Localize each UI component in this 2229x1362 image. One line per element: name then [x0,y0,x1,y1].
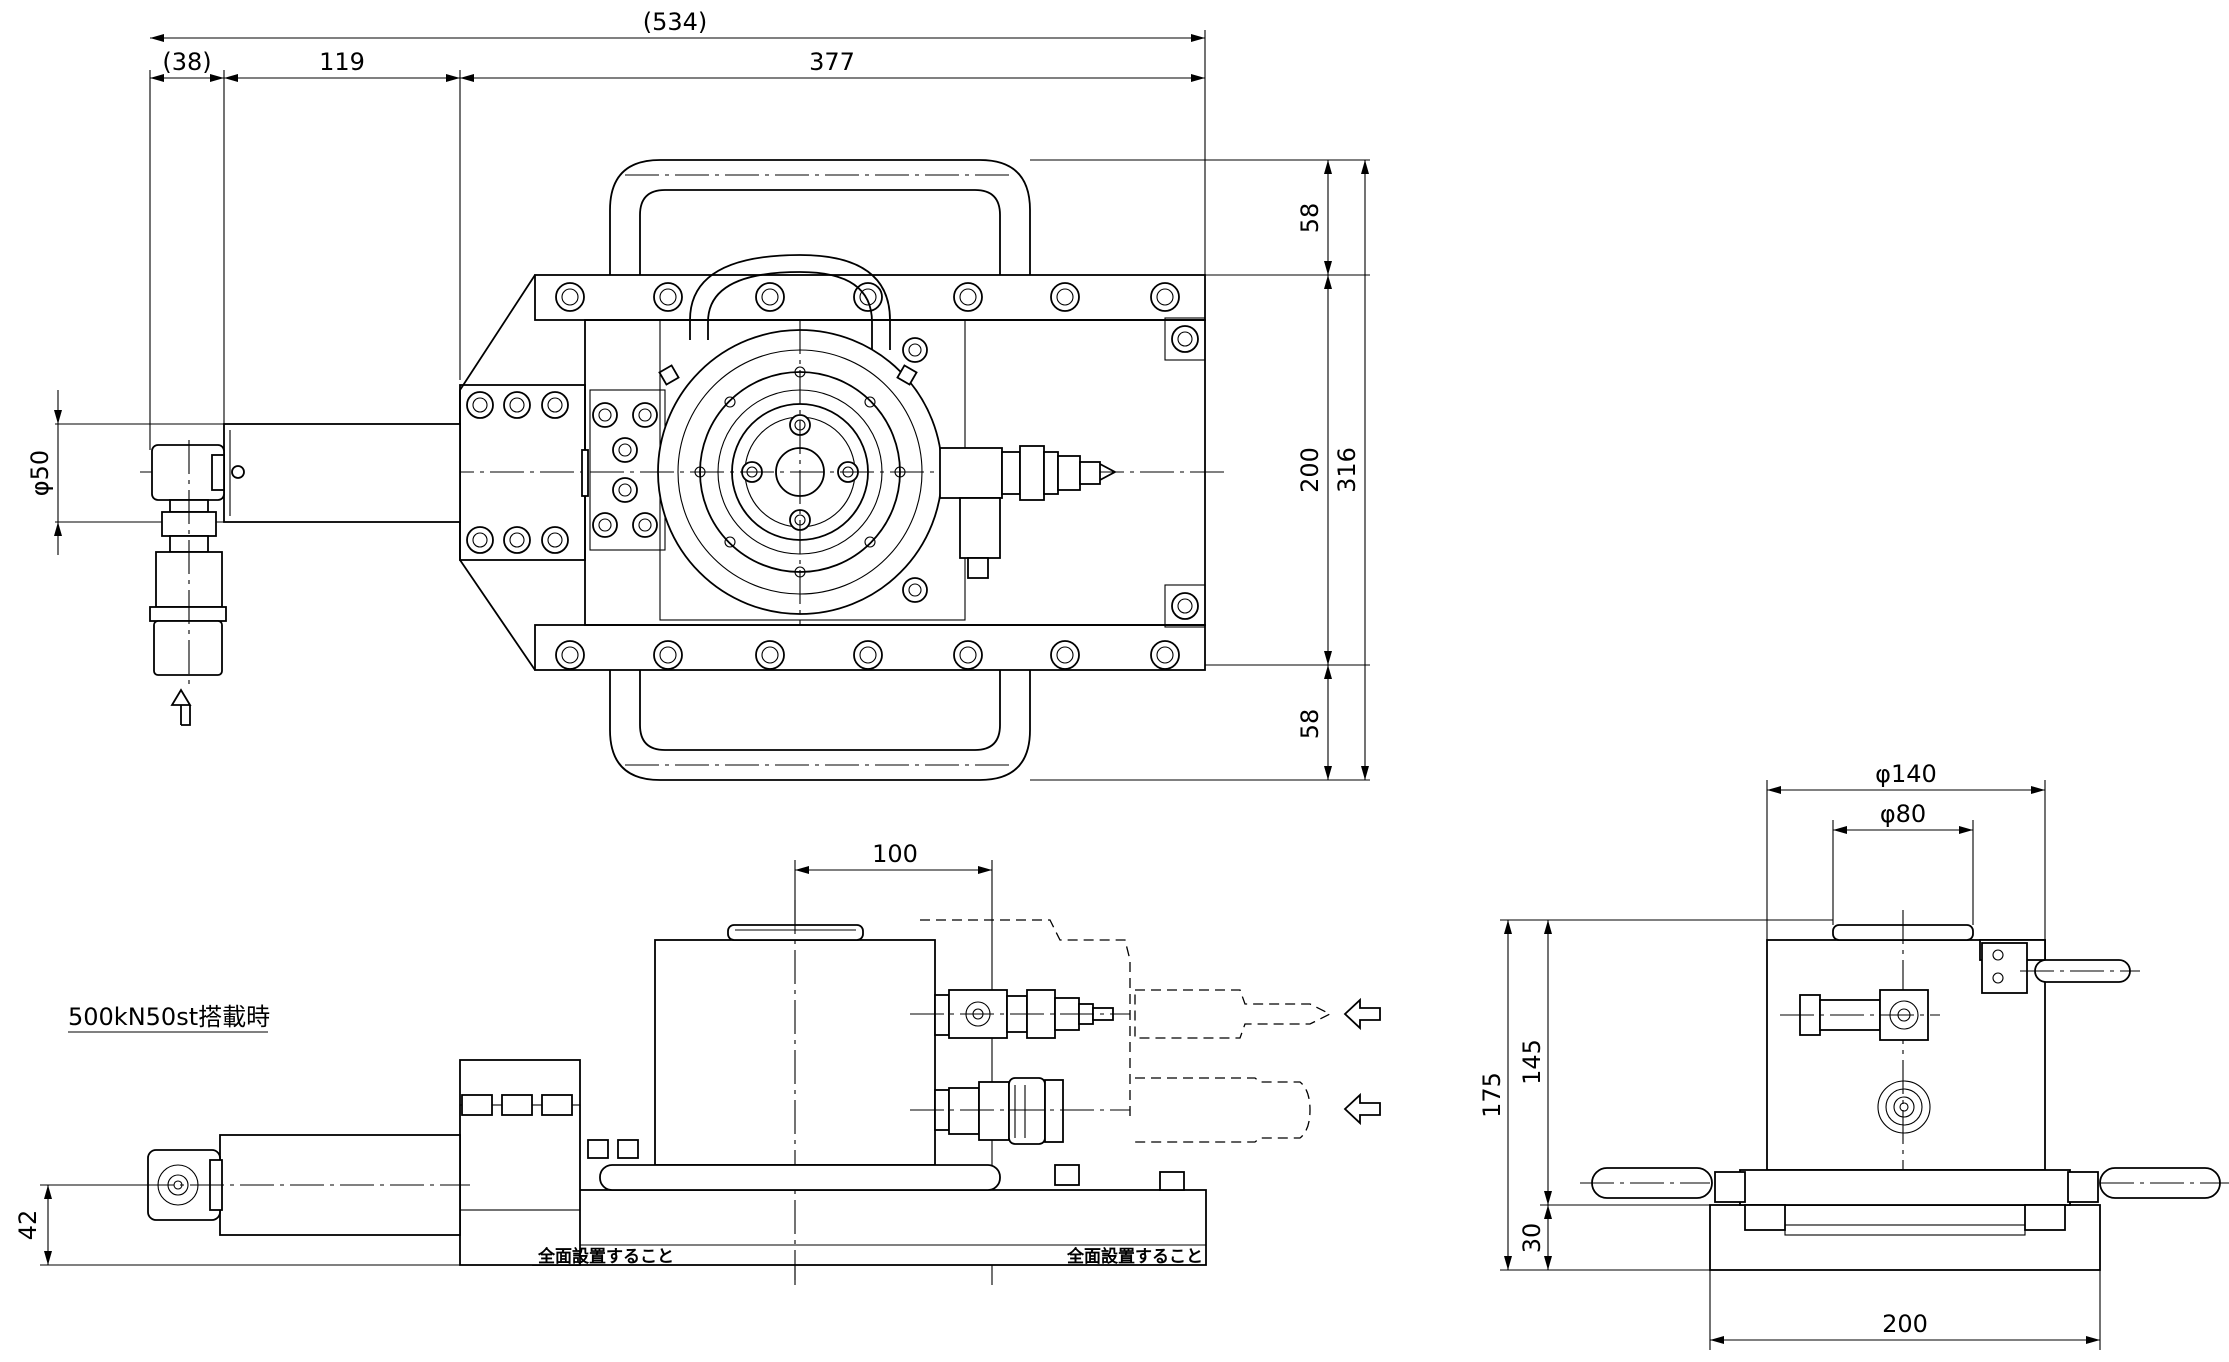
dim-119: 119 [319,48,365,76]
dim-42: 42 [14,1210,42,1241]
bottom-handle [609,640,1031,781]
rail-bolts [555,282,1206,670]
dim-100: 100 [872,840,918,868]
dim-145: 145 [1518,1039,1546,1085]
dim-175: 175 [1478,1072,1506,1118]
dim-38: (38) [162,48,211,76]
top-view: (534) (38) 119 377 58 200 316 58 φ50 [26,8,1370,781]
side-view: φ140 φ80 [1478,760,2229,1350]
left-fitting [149,440,227,690]
pump-body [223,423,461,523]
front-lower-coupler [934,1077,1064,1145]
dim-phi140: φ140 [1875,760,1937,788]
dim-phi80: φ80 [1880,800,1926,828]
inlet-arrow-up [170,688,192,726]
right-coupler [939,445,1117,579]
front-base [532,1189,1207,1266]
top-handle [609,159,1031,300]
dim-200-side: 200 [1882,1310,1928,1338]
inlet-arrow-lower [1343,1092,1381,1126]
dim-phi50: φ50 [26,450,54,496]
install-note-left: 全面設置すること [537,1246,674,1267]
front-view: 500kN50st搭載時 100 全面設置すること 全面設置すること [14,840,1381,1285]
inlet-arrow-upper [1343,997,1381,1031]
dim-58-top: 58 [1296,203,1324,234]
dim-377: 377 [809,48,855,76]
dim-200-base: 200 [1296,447,1324,493]
install-note-right: 全面設置すること [1066,1246,1203,1267]
dim-316: 316 [1333,447,1361,493]
dim-30: 30 [1518,1223,1546,1254]
mount-bolts [466,391,569,554]
dim-58-bottom: 58 [1296,709,1324,740]
dim-534: (534) [643,8,708,36]
load-condition-note: 500kN50st搭載時 [68,1003,270,1031]
block-bolts [592,402,658,538]
